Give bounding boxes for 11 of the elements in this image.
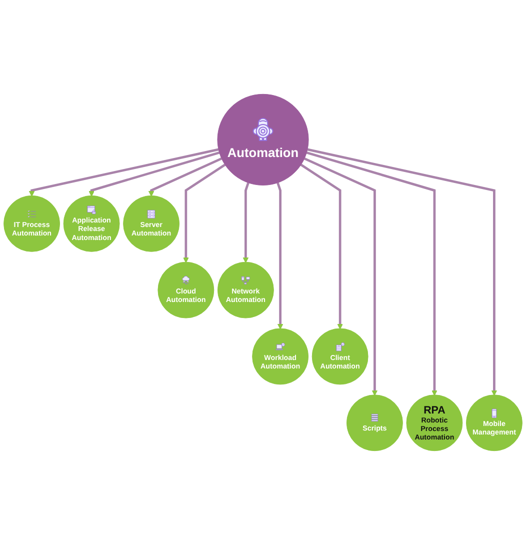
node-circle: Automation (217, 94, 309, 186)
arrow (183, 164, 226, 264)
arrow (306, 151, 438, 396)
arrow (307, 148, 498, 396)
arrow (28, 148, 219, 197)
arrow (300, 164, 343, 330)
arrow (242, 182, 250, 264)
arrow (276, 182, 284, 330)
arrow (304, 157, 378, 396)
arrow (88, 151, 220, 197)
arrow (148, 157, 222, 197)
